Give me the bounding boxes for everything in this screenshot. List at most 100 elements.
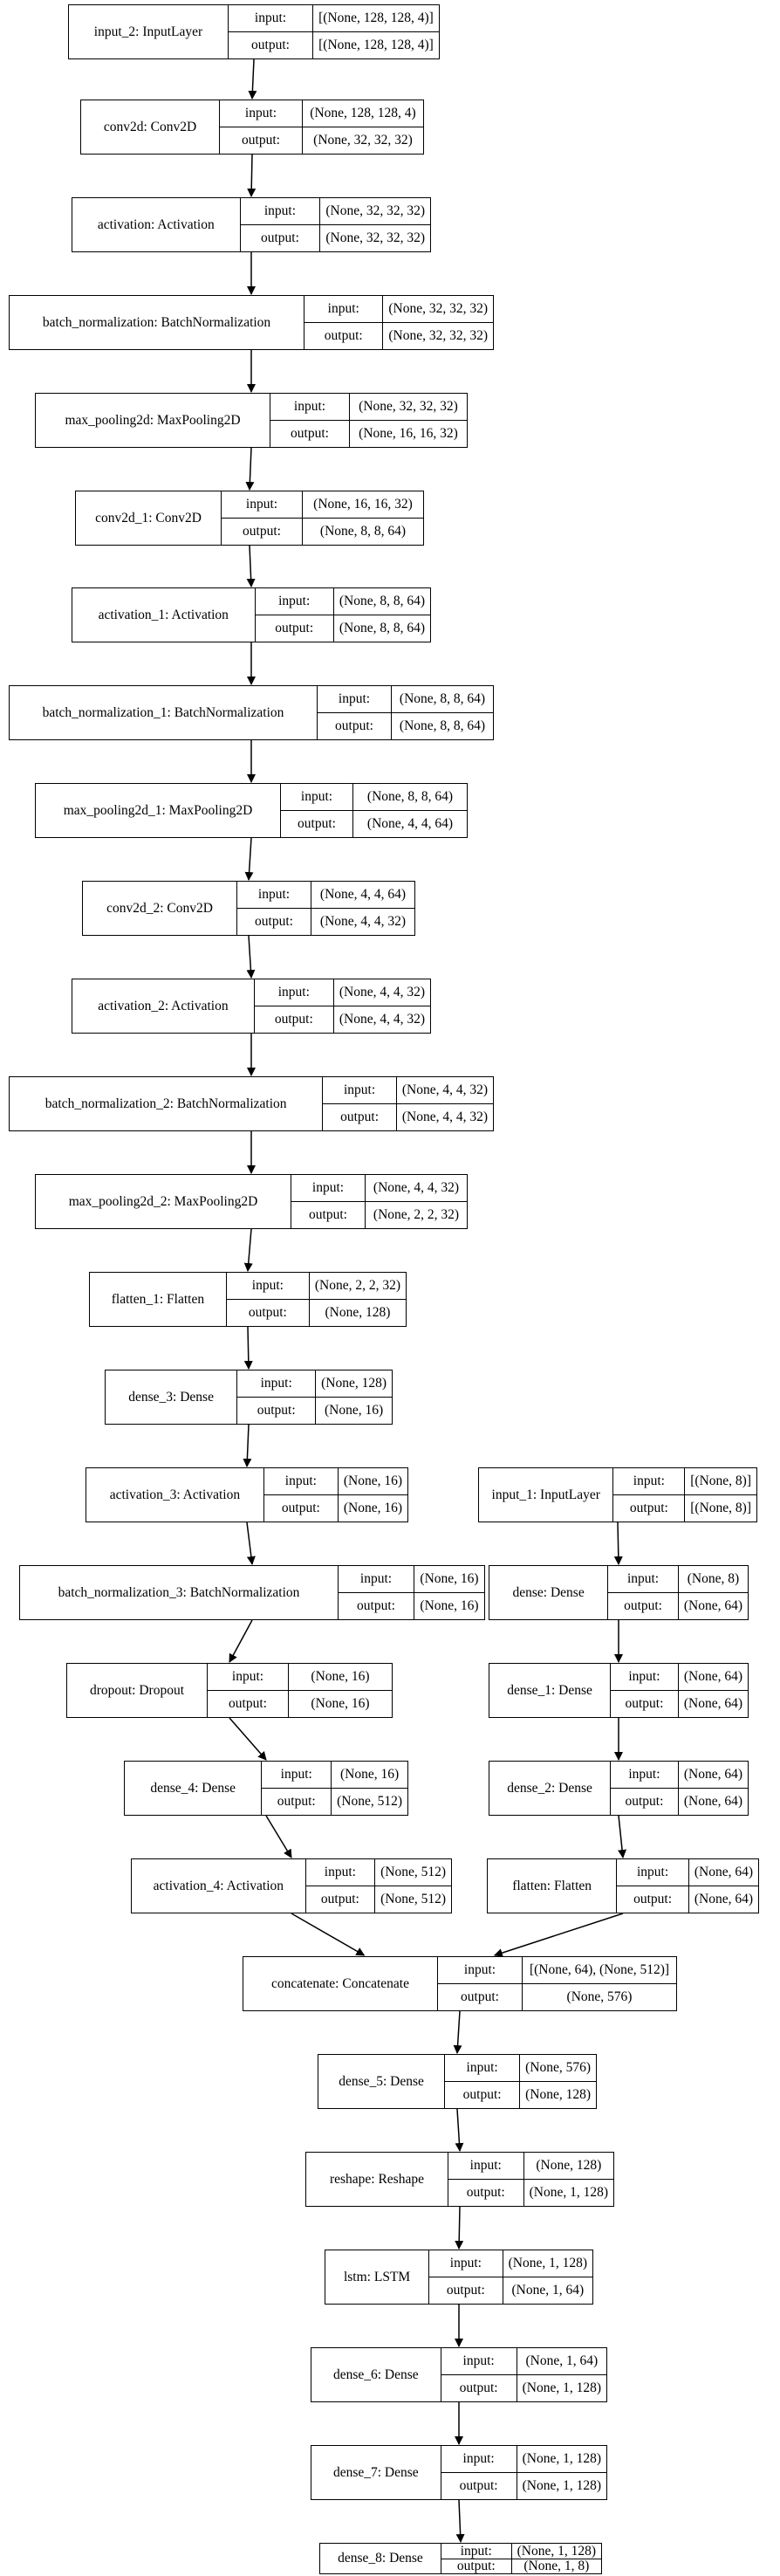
output-shape: (None, 2, 2, 32) <box>366 1201 467 1228</box>
output-shape: (None, 1, 8) <box>511 2558 601 2574</box>
edge-input_2-to-conv2d <box>248 58 257 100</box>
input-shape: (None, 128) <box>321 1376 387 1391</box>
input-shape: [(None, 128, 128, 4)] <box>318 10 434 26</box>
output-shape: (None, 8, 8, 64) <box>333 615 430 642</box>
input-label: input: <box>343 1082 376 1098</box>
edge-activation_3-to-batch_normalization_3 <box>246 1522 256 1565</box>
output-shape: (None, 64) <box>688 1886 758 1913</box>
layer-name: batch_normalization_1: BatchNormalizatio… <box>10 686 318 739</box>
output-label: output: <box>262 1788 332 1815</box>
input-label: input: <box>245 497 278 512</box>
output-shape: (None, 4, 4, 32) <box>396 1103 493 1130</box>
output-shape: (None, 512) <box>332 1788 407 1815</box>
layer-name: lstm: LSTM <box>325 2250 430 2304</box>
input-shape: (None, 16) <box>420 1571 479 1587</box>
input-shape: (None, 8) <box>687 1571 740 1587</box>
output-shape: (None, 16) <box>316 1397 392 1424</box>
output-shape: (None, 128) <box>520 2081 596 2108</box>
output-shape: (None, 32, 32, 32) <box>383 322 493 349</box>
output-label: output: <box>438 1983 522 2010</box>
input-label: input: <box>251 1278 284 1294</box>
layer-node-dense_5: dense_5: Dense input: output: (None, 576) (N… <box>318 2054 597 2109</box>
layer-name: conv2d_1: Conv2D <box>76 491 222 545</box>
output-label: output: <box>237 1397 316 1424</box>
output-shape: (None, 1, 128) <box>517 2472 606 2499</box>
input-label: input: <box>633 1473 665 1489</box>
layer-name: input_2: InputLayer <box>69 5 229 58</box>
layer-name: reshape: Reshape <box>306 2153 448 2206</box>
edge-dense_2-to-flatten <box>618 1815 627 1858</box>
output-shape: (None, 64) <box>678 1690 748 1717</box>
output-label: output: <box>270 420 349 447</box>
edge-activation_4-to-concatenate <box>291 1913 366 1956</box>
input-shape: (None, 1, 128) <box>522 2451 601 2467</box>
layer-name: activation_1: Activation <box>72 588 256 642</box>
input-label: input: <box>628 1767 660 1783</box>
input-label: input: <box>324 1865 356 1880</box>
input-label: input: <box>460 2543 492 2559</box>
layer-name: dense_5: Dense <box>318 2055 446 2108</box>
input-shape: (None, 16) <box>343 1473 402 1489</box>
layer-name: dense: Dense <box>489 1566 609 1619</box>
output-label: output: <box>613 1494 685 1522</box>
input-label: input: <box>244 106 277 121</box>
edge-reshape-to-lstm <box>455 2206 464 2250</box>
input-label: input: <box>231 1669 264 1685</box>
edge-flatten_1-to-dense_3 <box>243 1326 253 1370</box>
edge-conv2d_1-to-activation_1 <box>246 545 256 587</box>
layer-name: batch_normalization_2: BatchNormalizatio… <box>10 1077 324 1130</box>
output-label: output: <box>237 908 311 935</box>
layer-name: dense_8: Dense <box>320 2544 441 2573</box>
input-shape: (None, 64) <box>683 1669 742 1685</box>
output-shape: (None, 16) <box>338 1494 407 1522</box>
output-shape: (None, 512) <box>375 1886 451 1913</box>
input-shape: (None, 8, 8, 64) <box>339 594 425 609</box>
input-label: input: <box>284 1473 317 1489</box>
input-label: input: <box>466 2060 498 2076</box>
output-shape: (None, 32, 32, 32) <box>303 127 423 154</box>
output-shape: (None, 1, 128) <box>517 2374 606 2401</box>
input-label: input: <box>311 1180 345 1196</box>
output-label: output: <box>291 1201 365 1228</box>
layer-node-batch_normalization_3: batch_normalization_3: BatchNormalizatio… <box>19 1565 485 1620</box>
layer-name: dense_1: Dense <box>489 1664 612 1717</box>
output-label: output: <box>254 1006 333 1033</box>
input-shape: (None, 64) <box>694 1865 753 1880</box>
layer-name: max_pooling2d_1: MaxPooling2D <box>36 784 281 837</box>
input-shape: (None, 576) <box>525 2060 591 2076</box>
input-shape: (None, 16) <box>311 1669 370 1685</box>
input-shape: (None, 128) <box>536 2158 602 2174</box>
layer-name: dense_4: Dense <box>125 1762 263 1815</box>
output-label: output: <box>429 2277 503 2304</box>
layer-name: activation_3: Activation <box>86 1468 264 1522</box>
layer-name: dense_6: Dense <box>311 2348 441 2401</box>
input-label: input: <box>293 399 326 415</box>
edge-max_pooling2d_1-to-conv2d_2 <box>244 837 254 881</box>
output-label: output: <box>441 2472 517 2499</box>
input-label: input: <box>254 10 287 26</box>
input-shape: (None, 1, 64) <box>525 2353 599 2369</box>
output-label: output: <box>445 2081 520 2108</box>
input-shape: (None, 1, 128) <box>517 2543 596 2559</box>
output-shape: (None, 576) <box>523 1983 676 2010</box>
layer-name: dense_7: Dense <box>311 2446 441 2499</box>
input-label: input: <box>636 1865 669 1880</box>
input-shape: (None, 4, 4, 64) <box>319 887 407 903</box>
edge-dense_5-to-reshape <box>455 2108 464 2152</box>
edge-max_pooling2d-to-conv2d_1 <box>245 447 255 491</box>
